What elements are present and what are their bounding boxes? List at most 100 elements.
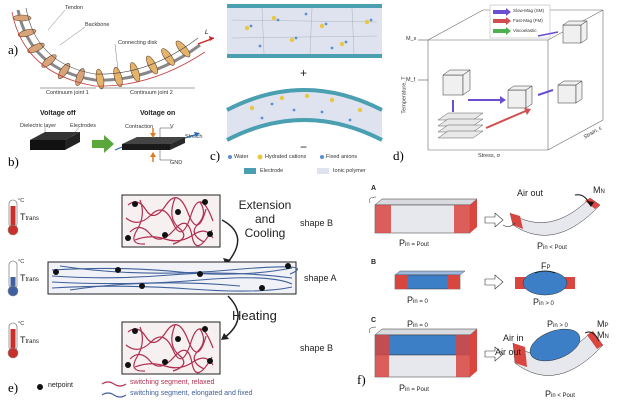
thermometer-bottom [7, 322, 19, 359]
panel-a: L Tendon Backbone Connecting disk Contin… [0, 0, 220, 98]
heating-label: Heating [232, 308, 277, 323]
p-symbol: P [537, 241, 544, 251]
panel-c: + − Water Hydrated cations Fixed anions … [222, 0, 387, 180]
trans-subscript: trans [25, 339, 39, 345]
p-symbol: P [533, 297, 540, 307]
m-symbol: M [593, 185, 601, 195]
ionic-polymer-diagram [226, 4, 383, 174]
air-in-c: Air in [503, 333, 524, 343]
panel-f-letter: f) [357, 372, 366, 387]
mf-label: M_f [406, 77, 416, 83]
moment-mp: MP [597, 319, 609, 329]
axis-stress: Stress, σ [478, 153, 501, 159]
row-a-letter: A [371, 185, 377, 192]
p-symbol: P [407, 319, 414, 329]
air-out-a: Air out [517, 188, 544, 198]
m-symbol: M [597, 319, 605, 329]
pneumatic-actuator-diagram [369, 194, 604, 378]
unit-top: °C [18, 198, 25, 204]
pressure-expression: in < P [543, 245, 559, 251]
panel-b: Voltage off Voltage on Dielectric layer … [20, 110, 220, 170]
and-word: and [254, 212, 276, 226]
tendon-label: Tendon [65, 5, 84, 11]
pressure-subscript: out [420, 242, 429, 248]
thermometer-mid [7, 260, 19, 297]
shape-b-bottom: shape B [300, 343, 334, 353]
thermometer-top [7, 199, 19, 236]
voltage-on-label: Voltage on [140, 110, 176, 117]
moment-mn-c: MN [597, 330, 609, 340]
m-symbol: M [597, 330, 605, 340]
svg-text:L: L [205, 30, 208, 36]
t-symbol: T [20, 335, 26, 345]
pressure-c-right-top: Pin > 0 [547, 319, 568, 329]
contraction-label: Contraction [125, 124, 154, 130]
panel-b-letter: b) [8, 154, 19, 169]
panel-d-letter: d) [393, 148, 404, 163]
m-subscript: N [600, 189, 605, 195]
pressure-expression: in > 0 [539, 301, 554, 307]
legend-polymer: Ionic polymer [333, 168, 366, 174]
connecting-disk-label: Connecting disk [118, 40, 158, 46]
ms-label: M_s [406, 36, 417, 42]
shape-a: shape A [304, 273, 337, 283]
pressure-c-top: Pin = 0 [407, 319, 428, 329]
legend-water: Water [234, 154, 249, 160]
backbone-label: Backbone [85, 22, 110, 28]
panel-a-letter: a) [8, 42, 19, 57]
f-subscript: P [546, 265, 551, 271]
legend-netpoint: netpoint [48, 382, 73, 389]
continuum-robot-diagram: L [11, 7, 215, 90]
legend-viscoelastic: Viscoelastic [513, 28, 537, 33]
p-symbol: P [547, 319, 554, 329]
legend-electrode: Electrode [260, 168, 284, 174]
plus-sign: + [300, 66, 308, 80]
pressure-subscript: out [558, 245, 567, 251]
trans-subscript: trans [25, 216, 39, 222]
p-symbol: P [545, 389, 552, 399]
pressure-expression: in = P [405, 242, 421, 248]
air-out-c: Air out [495, 347, 522, 357]
panel-e-letter: e) [8, 380, 19, 395]
pressure-b-right: Pin > 0 [533, 297, 554, 307]
legend-cations: Hydrated cations [265, 154, 307, 160]
p-symbol: P [407, 295, 414, 305]
pressure-b-left: Pin = 0 [407, 295, 428, 305]
pressure-a-right: Pin < Pout [537, 241, 567, 251]
row-c-letter: C [371, 317, 377, 324]
legend-fast-mag: Fast-Mag (FM) [513, 18, 543, 23]
force-fp: FP [541, 261, 551, 271]
t-trans-top: Ttrans [20, 212, 39, 222]
joint1-label: Continuum joint 1 [46, 90, 89, 96]
pressure-expression: in = 0 [413, 323, 428, 329]
legend-slow-mag: Slow-Mag (SM) [513, 8, 545, 13]
extension-word: Extension [238, 198, 292, 212]
cooling-word: Cooling [244, 226, 286, 240]
shape-b-top: shape B [300, 218, 334, 228]
panel-c-letter: c) [210, 148, 221, 163]
dielectric-label: Dielectric layer [20, 123, 57, 129]
pressure-c-right-bottom: Pin < Pout [545, 389, 575, 399]
voltage-off-label: Voltage off [40, 110, 76, 117]
trans-subscript: trans [25, 277, 39, 283]
minus-sign: − [300, 140, 308, 154]
p-symbol: P [399, 383, 406, 393]
row-b-letter: B [371, 259, 377, 266]
t-trans-mid: Ttrans [20, 273, 39, 283]
f-symbol: F [541, 261, 547, 271]
legend-elongated: switching segment, elongated and fixed [130, 390, 253, 397]
m-subscript: N [604, 334, 609, 340]
electrodes-label: Electrodes [70, 123, 96, 129]
shape-memory-polymer-diagram [7, 194, 298, 398]
pressure-expression: in = P [405, 387, 421, 393]
p-symbol: P [399, 238, 406, 248]
panel-f: A B C Pin = Pout Air out Pin < Pout MN P… [365, 183, 617, 407]
pressure-subscript: out [566, 393, 575, 399]
moment-mn-a: MN [593, 185, 605, 195]
legend-anions: Fixed anions [326, 154, 358, 160]
stretch-label: Stretch [185, 134, 203, 140]
t-trans-bottom: Ttrans [20, 335, 39, 345]
t-symbol: T [20, 273, 26, 283]
m-subscript: P [604, 323, 609, 329]
dielectric-actuator-diagram [30, 125, 200, 162]
